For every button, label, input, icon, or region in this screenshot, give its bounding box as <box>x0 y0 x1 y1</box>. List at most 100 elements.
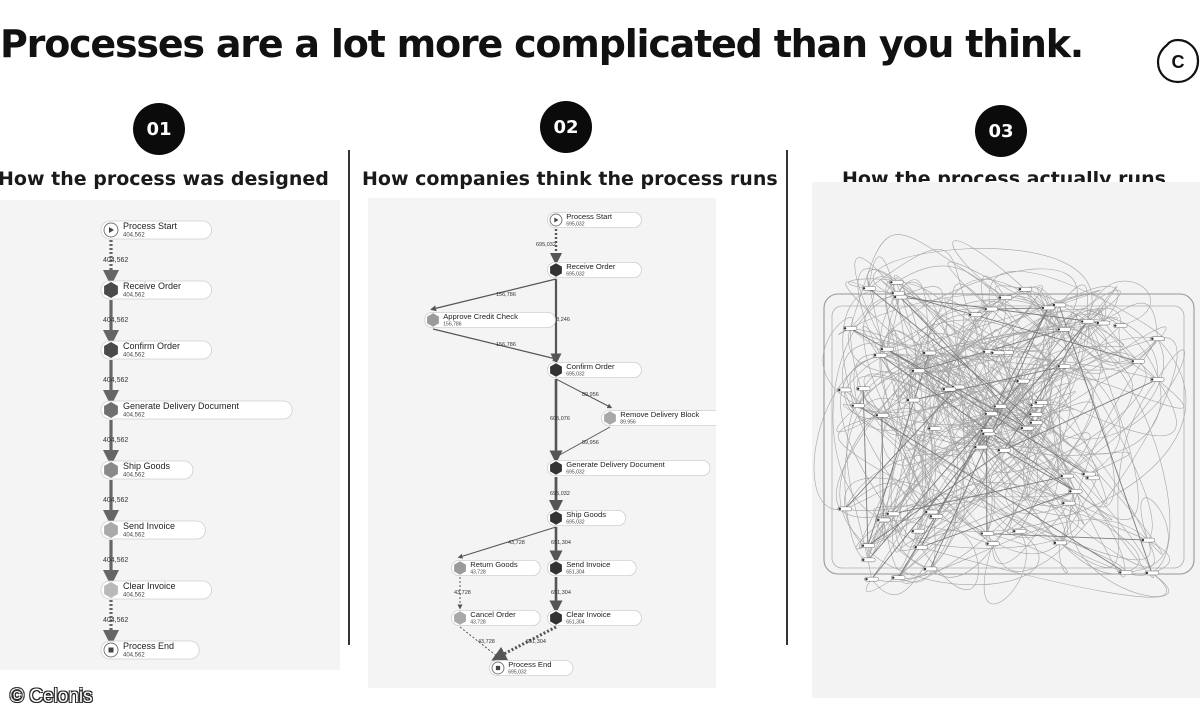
play-icon <box>103 222 119 238</box>
edge-count: 404,562 <box>103 617 128 624</box>
activity-node <box>1113 323 1128 328</box>
activity-node <box>855 386 871 391</box>
flow-edge <box>553 426 611 459</box>
node-count: 89,956 <box>620 420 636 426</box>
node-label: Receive Order <box>123 281 181 291</box>
node-count: 404,562 <box>123 593 145 599</box>
edge-count: 404,562 <box>103 377 128 384</box>
node-count: 156,786 <box>443 322 462 328</box>
activity-node <box>874 413 890 418</box>
activity-node <box>860 543 876 548</box>
edge-count: 404,562 <box>103 317 128 324</box>
activity-node <box>973 444 988 450</box>
node-label: Ship Goods <box>123 461 171 471</box>
column-2-title: How companies think the process runs <box>362 168 778 190</box>
activity-node <box>1033 400 1049 405</box>
node-count: 404,562 <box>123 653 145 659</box>
node-label: Receive Order <box>566 262 616 271</box>
activity-node <box>1079 319 1095 324</box>
edge-count: 404,562 <box>103 557 128 564</box>
activity-node <box>1068 489 1083 494</box>
node-count: 651,304 <box>566 620 585 626</box>
activity-node <box>890 575 906 580</box>
designed-process-diagram: 404,562 404,562 404,562 404,562 404,562 404,5… <box>100 220 293 660</box>
activity-node <box>927 426 942 431</box>
node-label: Remove Delivery Block <box>620 410 699 419</box>
edge-count: 89,956 <box>582 440 599 446</box>
play-icon <box>549 213 563 227</box>
activity-node <box>1052 540 1068 546</box>
actual-process-diagram <box>813 234 1195 605</box>
expected-process-diagram: 695,032156,786538,246156,78689,956605,07… <box>424 211 739 677</box>
stop-icon <box>103 642 119 658</box>
hexagon-icon <box>550 363 562 377</box>
node-label: Process End <box>123 641 174 651</box>
activity-node <box>996 447 1012 453</box>
edge-count: 695,032 <box>550 491 570 497</box>
activity-node <box>921 350 937 356</box>
hexagon-icon <box>604 411 616 425</box>
activity-node <box>1081 471 1096 477</box>
edge-count: 695,032 <box>536 242 556 248</box>
edge-count: 651,304 <box>526 639 546 645</box>
node-label: Process Start <box>123 221 178 231</box>
activity-node <box>1028 420 1044 425</box>
activity-node <box>1028 412 1043 417</box>
activity-node <box>983 306 998 312</box>
hexagon-icon <box>550 611 562 625</box>
node-count: 695,032 <box>566 520 585 526</box>
hexagon-icon <box>550 561 562 575</box>
activity-node <box>1061 500 1076 506</box>
logo-letter: C <box>1172 52 1185 72</box>
column-1-title: How the process was designed <box>0 168 329 190</box>
process-node: Ship Goods 404,562 <box>100 460 194 480</box>
activity-node <box>990 350 1005 356</box>
activity-node <box>1051 302 1067 308</box>
column-2-badge: 02 <box>540 101 592 153</box>
edge-count: 538,246 <box>550 317 570 323</box>
activity-node <box>979 428 994 433</box>
edge-count: 651,304 <box>551 540 571 546</box>
activity-node <box>861 286 877 291</box>
flow-edge <box>491 625 557 661</box>
node-count: 404,562 <box>123 233 145 239</box>
activity-node <box>905 397 921 403</box>
stop-icon <box>491 661 505 675</box>
node-label: Clear Invoice <box>566 610 611 619</box>
node-count: 404,562 <box>123 473 145 479</box>
flow-edge <box>555 378 613 409</box>
activity-node <box>1059 473 1074 479</box>
process-node: Process End 404,562 <box>100 640 200 660</box>
activity-node <box>1095 320 1111 326</box>
copyright: © Celonis <box>10 686 93 707</box>
flow-edge <box>457 526 557 559</box>
node-count: 695,032 <box>508 670 527 676</box>
hexagon-icon <box>427 313 439 327</box>
process-node: Process Start 404,562 <box>100 220 212 240</box>
activity-node <box>837 506 853 512</box>
node-label: Cancel Order <box>470 610 516 619</box>
activity-node <box>1056 327 1071 332</box>
activity-node <box>850 403 865 408</box>
activity-node <box>979 531 995 536</box>
activity-node <box>997 295 1013 300</box>
activity-node <box>983 411 998 417</box>
hexagon-icon <box>104 522 118 538</box>
edge-count: 43,728 <box>508 540 525 546</box>
activity-node <box>910 368 926 374</box>
node-label: Generate Delivery Document <box>123 401 240 411</box>
activity-node <box>1150 336 1165 341</box>
hexagon-icon <box>104 402 118 418</box>
column-3-badge: 03 <box>975 105 1027 157</box>
activity-node <box>941 386 957 392</box>
activity-node <box>985 541 1000 546</box>
